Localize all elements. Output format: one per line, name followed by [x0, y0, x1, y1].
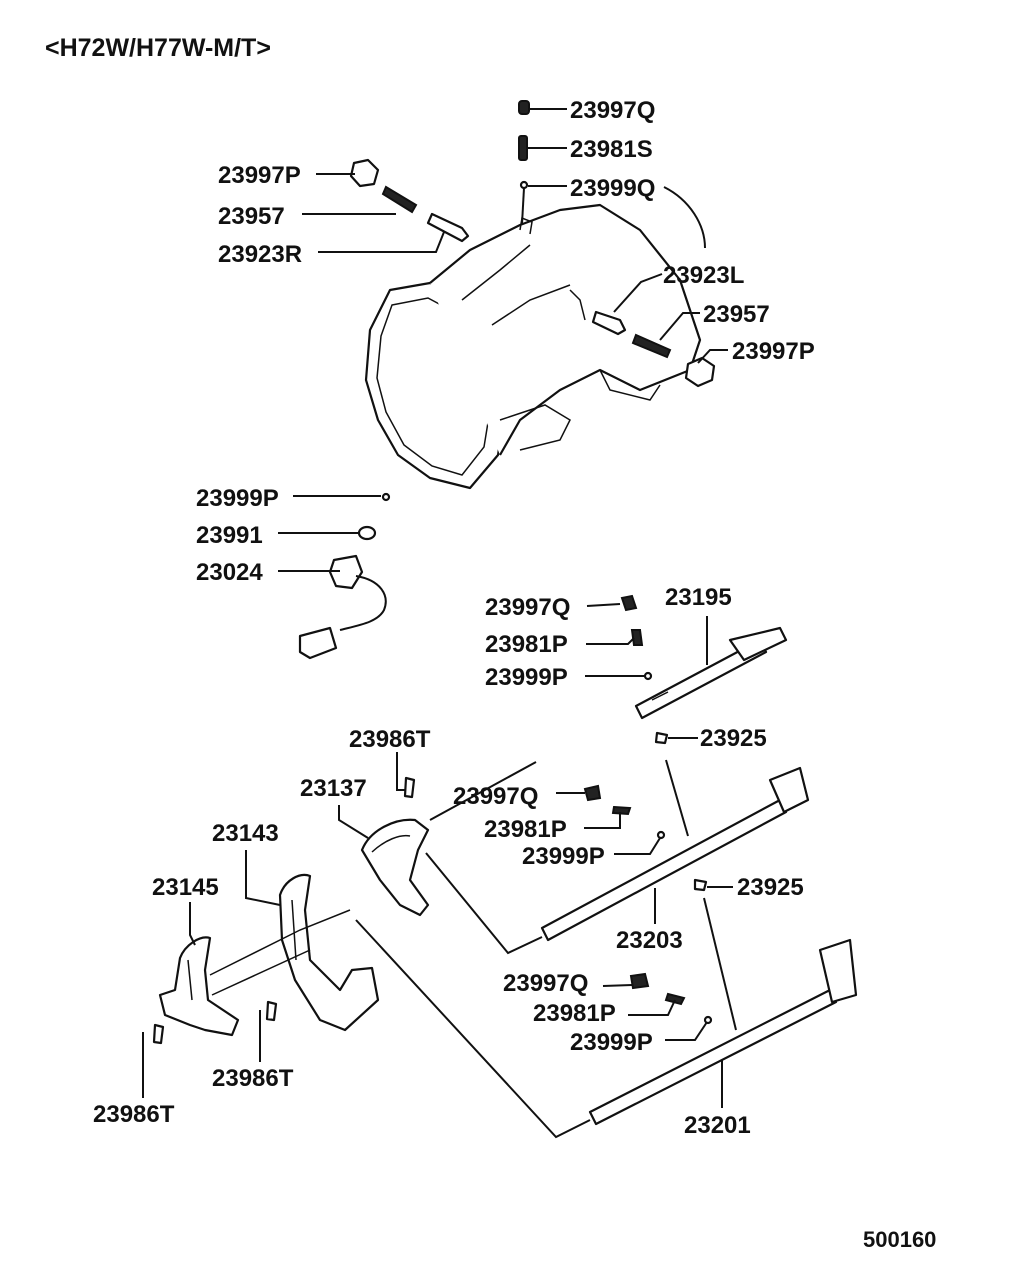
label-23999P-rail2: 23999P	[522, 843, 605, 870]
label-23923L: 23923L	[663, 262, 744, 289]
label-23997Q-rail2: 23997Q	[453, 783, 538, 810]
label-23986T-middle: 23986T	[212, 1065, 294, 1092]
pin-23986T-middle	[265, 1000, 278, 1022]
switch-23024	[298, 554, 387, 660]
plug-23997Q-top	[518, 100, 530, 115]
label-23997Q-rail1: 23997Q	[485, 594, 570, 621]
label-23999P-case: 23999P	[196, 485, 279, 512]
shift-rail-23203	[540, 766, 810, 942]
label-23981P-rail2: 23981P	[484, 816, 567, 843]
label-23201: 23201	[684, 1112, 751, 1139]
label-23957-right: 23957	[703, 301, 770, 328]
label-23997Q-top: 23997Q	[570, 97, 655, 124]
shift-rail-23195	[634, 626, 788, 720]
label-23997Q-rail3: 23997Q	[503, 970, 588, 997]
spring-23981P-rail3	[664, 992, 686, 1006]
label-23203: 23203	[616, 927, 683, 954]
label-23997P-right: 23997P	[732, 338, 815, 365]
label-23997P-left: 23997P	[218, 162, 301, 189]
label-23986T-upper: 23986T	[349, 726, 431, 753]
bolt-23923R	[426, 212, 470, 243]
pin-23986T-lower	[152, 1023, 165, 1045]
spring-23957-left	[381, 185, 418, 214]
label-23981S: 23981S	[570, 136, 653, 163]
label-23923R: 23923R	[218, 241, 302, 268]
pin-23925-upper	[654, 731, 669, 745]
gasket-23991	[357, 525, 377, 541]
spring-23981P-rail2	[611, 805, 632, 816]
ball-23999Q-top	[519, 180, 529, 190]
shift-rail-23201	[588, 938, 858, 1126]
leader-lines	[142, 108, 737, 1139]
plug-23997Q-rail2	[583, 784, 602, 802]
label-23137: 23137	[300, 775, 367, 802]
transmission-case	[364, 203, 702, 490]
label-23143: 23143	[212, 820, 279, 847]
shift-fork-23143	[278, 873, 380, 1032]
label-23925-lower: 23925	[737, 874, 804, 901]
part-labels: 23997Q 23981S 23999Q 23997P 23957 23923R…	[93, 97, 815, 1139]
diagram-title: <H72W/H77W-M/T>	[45, 34, 271, 62]
label-23195: 23195	[665, 584, 732, 611]
ball-23999P-rail3	[703, 1015, 713, 1025]
shift-fork-23137	[360, 818, 430, 917]
label-23981P-rail3: 23981P	[533, 1000, 616, 1027]
ball-23999P-rail2	[656, 830, 666, 840]
spring-23981S-top	[518, 135, 528, 161]
bolt-23923L	[591, 310, 627, 336]
label-23981P-rail1: 23981P	[485, 631, 568, 658]
label-23024: 23024	[196, 559, 263, 586]
ball-23999P-rail1	[643, 671, 653, 681]
plug-23997Q-rail3	[629, 972, 650, 990]
pin-23986T-upper	[403, 776, 416, 799]
plug-23997P-left	[349, 158, 380, 188]
label-23999Q: 23999Q	[570, 175, 655, 202]
figure-number: 500160	[863, 1227, 936, 1252]
label-23925-upper: 23925	[700, 725, 767, 752]
ball-23999P-case	[381, 492, 391, 502]
label-23991: 23991	[196, 522, 263, 549]
label-23999P-rail1: 23999P	[485, 664, 568, 691]
pin-23925-lower	[693, 878, 708, 892]
plug-23997Q-rail1	[620, 594, 638, 612]
shift-fork-23145	[158, 936, 240, 1037]
label-23957-left: 23957	[218, 203, 285, 230]
label-23999P-rail3: 23999P	[570, 1029, 653, 1056]
label-23986T-lower: 23986T	[93, 1101, 175, 1128]
spring-23957-right	[631, 333, 672, 359]
label-23145: 23145	[152, 874, 219, 901]
